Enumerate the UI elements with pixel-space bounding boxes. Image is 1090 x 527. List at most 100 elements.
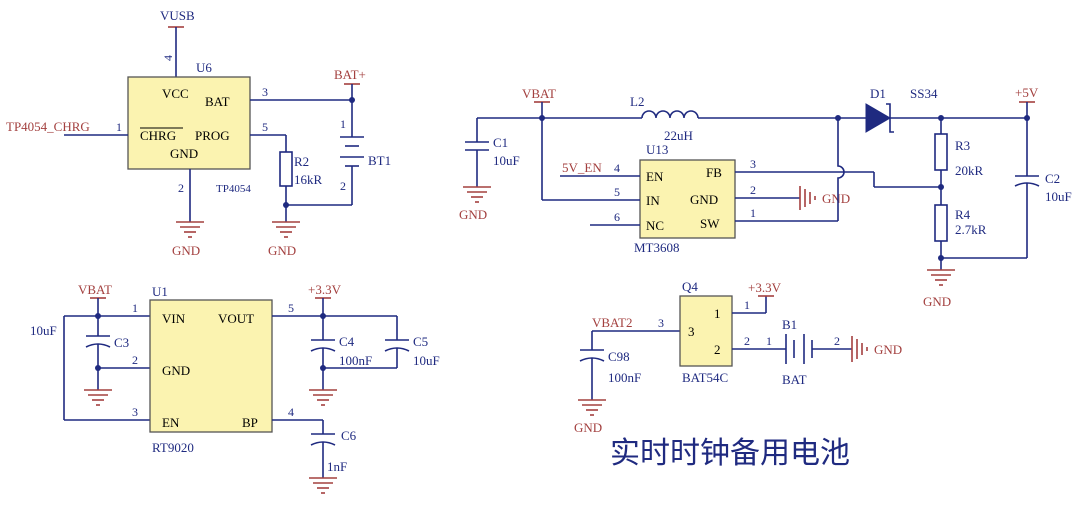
u6-pin2: 2: [178, 181, 184, 195]
u1-chip: [149, 299, 273, 433]
q4-in2: 2: [714, 342, 721, 357]
r4-body: [934, 204, 948, 242]
rtc-plus33-label: +3.3V: [748, 280, 782, 295]
u13-fb: FB: [706, 165, 722, 180]
d1-triangle: [865, 103, 891, 133]
charger-section: VUSB 4 U6 VCC BAT CHRG PROG GND TP4054 T…: [6, 8, 391, 258]
c1-gnd-label: GND: [459, 207, 487, 222]
u6-gnd: GND: [170, 146, 198, 161]
u13-ground-symbol: [799, 186, 816, 210]
u13-en-net: 5V_EN: [562, 160, 602, 175]
u1-pin4: 4: [288, 405, 294, 419]
q4-pin2: 2: [744, 334, 750, 348]
c1-label: C1: [493, 135, 508, 150]
u13-pin4: 4: [614, 161, 620, 175]
vbat2-label: VBAT2: [592, 315, 632, 330]
r2-label: R2: [294, 154, 309, 169]
u13-in: IN: [646, 193, 660, 208]
u1-designator: U1: [152, 284, 168, 299]
c5-value: 10uF: [413, 353, 440, 368]
sw-to-inductor: [837, 118, 845, 221]
b1-label: B1: [782, 317, 797, 332]
u6-pin3: 3: [262, 85, 268, 99]
q4-pin3: 3: [658, 316, 664, 330]
c4-ground-symbol: [309, 389, 337, 406]
u13-designator: U13: [646, 142, 668, 157]
batplus-label: BAT+: [334, 67, 366, 82]
u6-part: TP4054: [216, 183, 251, 195]
q4-in1: 1: [714, 306, 721, 321]
q4-designator: Q4: [682, 279, 698, 294]
plus5v-label: +5V: [1015, 85, 1039, 100]
u1-pin2: 2: [132, 353, 138, 367]
u1-en: EN: [162, 415, 180, 430]
section-title: 实时时钟备用电池: [610, 436, 850, 471]
r4-label: R4: [955, 207, 971, 222]
c2-value: 10uF: [1045, 189, 1072, 204]
u6-chrg: CHRG: [140, 128, 176, 143]
u6-chip: [127, 76, 251, 170]
boost-section: VBAT C1 10uF GND L2 22uH U13 MT3608 EN I…: [459, 85, 1072, 309]
u13-en: EN: [646, 169, 664, 184]
vusb-label: VUSB: [160, 8, 195, 23]
c2-label: C2: [1045, 171, 1060, 186]
c6-value: 1nF: [327, 459, 347, 474]
u13-pin2: 2: [750, 183, 756, 197]
u1-bp: BP: [242, 415, 258, 430]
c98-gnd-label: GND: [574, 420, 602, 435]
u13-pin1: 1: [750, 206, 756, 220]
c5-label: C5: [413, 334, 428, 349]
r3-body: [934, 133, 948, 171]
q4-part: BAT54C: [682, 370, 728, 385]
u13-sw: SW: [700, 216, 720, 231]
b1-value: BAT: [782, 372, 807, 387]
c4-value: 100nF: [339, 353, 372, 368]
c6-ground-symbol: [309, 477, 337, 494]
r3-value: 20kR: [955, 163, 984, 178]
q4-in3: 3: [688, 324, 695, 339]
b1-pin1: 1: [766, 334, 772, 348]
rtc-section: VBAT2 3 C98 100nF GND Q4 BAT54C 3 1 2 1 …: [574, 279, 902, 471]
u1-pin1: 1: [132, 301, 138, 315]
q4-pin1: 1: [744, 298, 750, 312]
u13-pin5: 5: [614, 185, 620, 199]
c6-label: C6: [341, 428, 357, 443]
u6-ground-symbol: [176, 221, 204, 238]
u13-chip: [639, 159, 736, 239]
r4-gnd-label: GND: [923, 294, 951, 309]
divider-junction: [938, 184, 944, 190]
u13-pin3: 3: [750, 157, 756, 171]
u13-pin6: 6: [614, 210, 620, 224]
r2-gnd-label: GND: [268, 243, 296, 258]
u1-part: RT9020: [152, 440, 194, 455]
r3-label: R3: [955, 138, 970, 153]
u13-gnd: GND: [690, 192, 718, 207]
u6-bat: BAT: [205, 94, 230, 109]
b1-ground-symbol: [851, 336, 868, 362]
u1-pin5: 5: [288, 301, 294, 315]
c4-label: C4: [339, 334, 355, 349]
r2-ground-symbol: [272, 221, 300, 238]
ldo-plus33-label: +3.3V: [308, 282, 342, 297]
u13-nc: NC: [646, 218, 664, 233]
u1-vin: VIN: [162, 311, 186, 326]
c98-label: C98: [608, 349, 630, 364]
u6-pin1: 1: [116, 120, 122, 134]
c98-ground-symbol: [578, 399, 606, 416]
bt1-pin1: 1: [340, 117, 346, 131]
ldo-cin-value: 10uF: [30, 323, 57, 338]
c1-ground-symbol: [463, 186, 491, 203]
r4-ground-symbol: [927, 269, 955, 286]
u13-gnd-label: GND: [822, 191, 850, 206]
r2-body: [279, 151, 293, 187]
c3-label: C3: [114, 335, 129, 350]
ldo-vbat-label: VBAT: [78, 282, 112, 297]
ldo-ground-symbol: [84, 389, 112, 406]
u1-pin3: 3: [132, 405, 138, 419]
u6-prog: PROG: [195, 128, 230, 143]
l2-value: 22uH: [664, 128, 693, 143]
l2-coil: [641, 110, 699, 119]
bt1-pin2: 2: [340, 179, 346, 193]
u1-vout: VOUT: [218, 311, 254, 326]
